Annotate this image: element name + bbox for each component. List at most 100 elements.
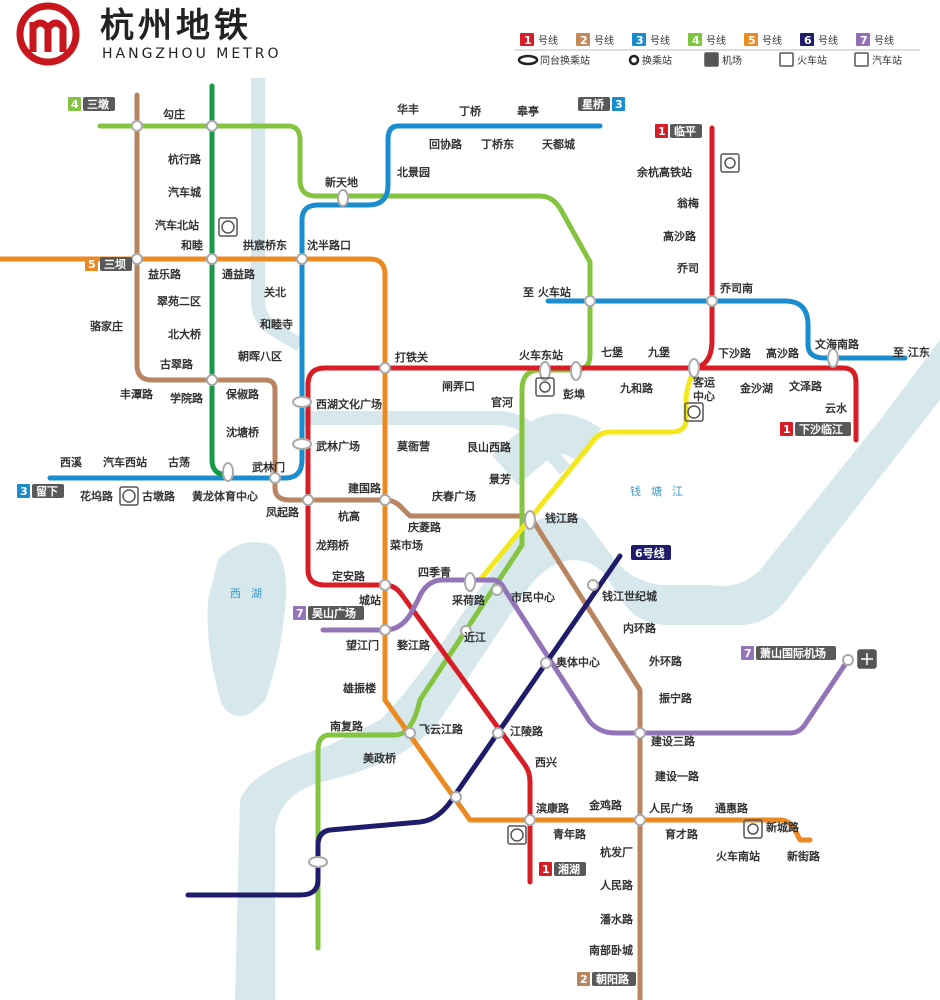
station-label[interactable]: 建国路: [348, 481, 382, 495]
station-label[interactable]: 丰潭路: [120, 387, 154, 401]
station-label[interactable]: 新城路: [766, 820, 800, 834]
station-label[interactable]: 婺江路: [397, 638, 431, 652]
station-label[interactable]: 黄龙体育中心: [192, 489, 258, 503]
station-label[interactable]: 菜市场: [389, 538, 423, 552]
station-label[interactable]: 建设三路: [651, 734, 696, 748]
station-label[interactable]: 景芳: [488, 472, 511, 486]
station-label[interactable]: 官河: [491, 395, 513, 409]
station-label[interactable]: 九堡: [647, 345, 670, 359]
station-label[interactable]: 翁梅: [677, 196, 699, 210]
station-label[interactable]: 艮山西路: [467, 440, 512, 454]
station-label[interactable]: 武林门: [252, 460, 285, 474]
station-label[interactable]: 美政桥: [363, 751, 397, 765]
station-label[interactable]: 翠苑二区: [157, 294, 201, 308]
station-label[interactable]: 火车南站: [716, 849, 760, 863]
station-label[interactable]: 建设一路: [655, 769, 700, 783]
station-label[interactable]: 四季青: [418, 565, 451, 579]
station-label[interactable]: 古荡: [168, 455, 190, 469]
station-label[interactable]: 金沙湖: [739, 381, 773, 395]
station-label[interactable]: 庆菱路: [407, 520, 442, 534]
station-label[interactable]: 客运: [692, 375, 715, 389]
station-label[interactable]: 汽车城: [168, 185, 201, 199]
station-label[interactable]: 青年路: [553, 827, 587, 841]
station-label[interactable]: 钱江路: [545, 511, 579, 525]
station-label[interactable]: 内环路: [623, 621, 657, 635]
station-label[interactable]: 至 火车站: [523, 285, 571, 299]
station-label[interactable]: 拱宸桥东: [243, 238, 287, 252]
station-label[interactable]: 余杭高铁站: [636, 165, 692, 179]
station-label[interactable]: 城站: [359, 593, 381, 607]
station-label[interactable]: 通惠路: [715, 801, 749, 815]
station-label[interactable]: 潘水路: [600, 912, 634, 926]
station-label[interactable]: 益乐路: [148, 267, 182, 281]
station-label[interactable]: 振宁路: [659, 691, 693, 705]
station-label[interactable]: 汽车西站: [103, 455, 147, 469]
station-label[interactable]: 朝晖八区: [238, 349, 282, 363]
station-label[interactable]: 七堡: [601, 345, 623, 359]
station-label[interactable]: 武林广场: [316, 439, 360, 453]
station-label[interactable]: 龙翔桥: [315, 538, 350, 552]
station-label[interactable]: 彭埠: [563, 387, 585, 401]
station-label[interactable]: 人民广场: [649, 801, 693, 815]
station-label[interactable]: 乔司南: [719, 281, 753, 295]
station-label[interactable]: 天都城: [542, 137, 575, 151]
station-label[interactable]: 新天地: [325, 175, 358, 189]
station-label[interactable]: 定安路: [332, 569, 366, 583]
station-label[interactable]: 南复路: [330, 719, 364, 733]
station-label[interactable]: 望江门: [346, 638, 379, 652]
station-label[interactable]: 飞云江路: [419, 722, 464, 736]
station-label[interactable]: 奥体中心: [555, 655, 600, 669]
station-label[interactable]: 西溪: [60, 455, 83, 469]
station-label[interactable]: 花坞路: [80, 489, 114, 503]
station-label[interactable]: 古墩路: [142, 489, 176, 503]
station-label[interactable]: 通益路: [222, 267, 256, 281]
station-label[interactable]: 关北: [264, 285, 286, 299]
station-label[interactable]: 人民路: [600, 878, 634, 892]
station-label[interactable]: 杭行路: [168, 152, 202, 166]
station-label[interactable]: 钱江世纪城: [602, 589, 657, 603]
station-label[interactable]: 采荷路: [451, 593, 486, 607]
station-label[interactable]: 下沙路: [718, 346, 752, 360]
station-label[interactable]: 外环路: [648, 654, 683, 668]
station-label[interactable]: 西兴: [535, 755, 557, 769]
station-label[interactable]: 南部卧城: [589, 943, 633, 957]
station-label[interactable]: 莫衙营: [396, 439, 430, 453]
station-label[interactable]: 勾庄: [163, 107, 185, 121]
station-label[interactable]: 庆春广场: [431, 489, 476, 503]
station-label[interactable]: 闸弄口: [442, 379, 475, 393]
station-label[interactable]: 雄振楼: [342, 681, 376, 695]
station-label[interactable]: 丁桥: [459, 104, 482, 118]
station-label[interactable]: 火车东站: [519, 348, 563, 362]
station-label[interactable]: 汽车北站: [155, 218, 199, 232]
station-label[interactable]: 皋亭: [517, 104, 539, 118]
station-label[interactable]: 至 江东: [893, 345, 930, 359]
station-label[interactable]: 滨康路: [536, 801, 570, 815]
station-label[interactable]: 文泽路: [789, 379, 823, 393]
station-label[interactable]: 江陵路: [510, 724, 544, 738]
station-label[interactable]: 杭发厂: [600, 845, 633, 859]
station-label[interactable]: 市民中心: [511, 590, 555, 604]
station-label[interactable]: 和睦寺: [260, 317, 293, 331]
station-label[interactable]: 和睦: [181, 238, 203, 252]
station-label[interactable]: 北景园: [397, 165, 430, 179]
station-label[interactable]: 新街路: [787, 849, 821, 863]
station-label[interactable]: 沈塘桥: [226, 425, 260, 439]
station-label[interactable]: 九和路: [619, 381, 654, 395]
station-label[interactable]: 杭高: [338, 509, 360, 523]
station-label[interactable]: 北大桥: [168, 327, 202, 341]
station-label[interactable]: 育才路: [665, 827, 699, 841]
station-label[interactable]: 高沙路: [766, 346, 800, 360]
station-label[interactable]: 学院路: [170, 391, 204, 405]
station-label[interactable]: 高沙路: [663, 229, 697, 243]
station-label[interactable]: 凤起路: [266, 505, 300, 519]
station-label[interactable]: 打铁关: [395, 350, 428, 364]
station-label[interactable]: 保俶路: [225, 387, 260, 401]
